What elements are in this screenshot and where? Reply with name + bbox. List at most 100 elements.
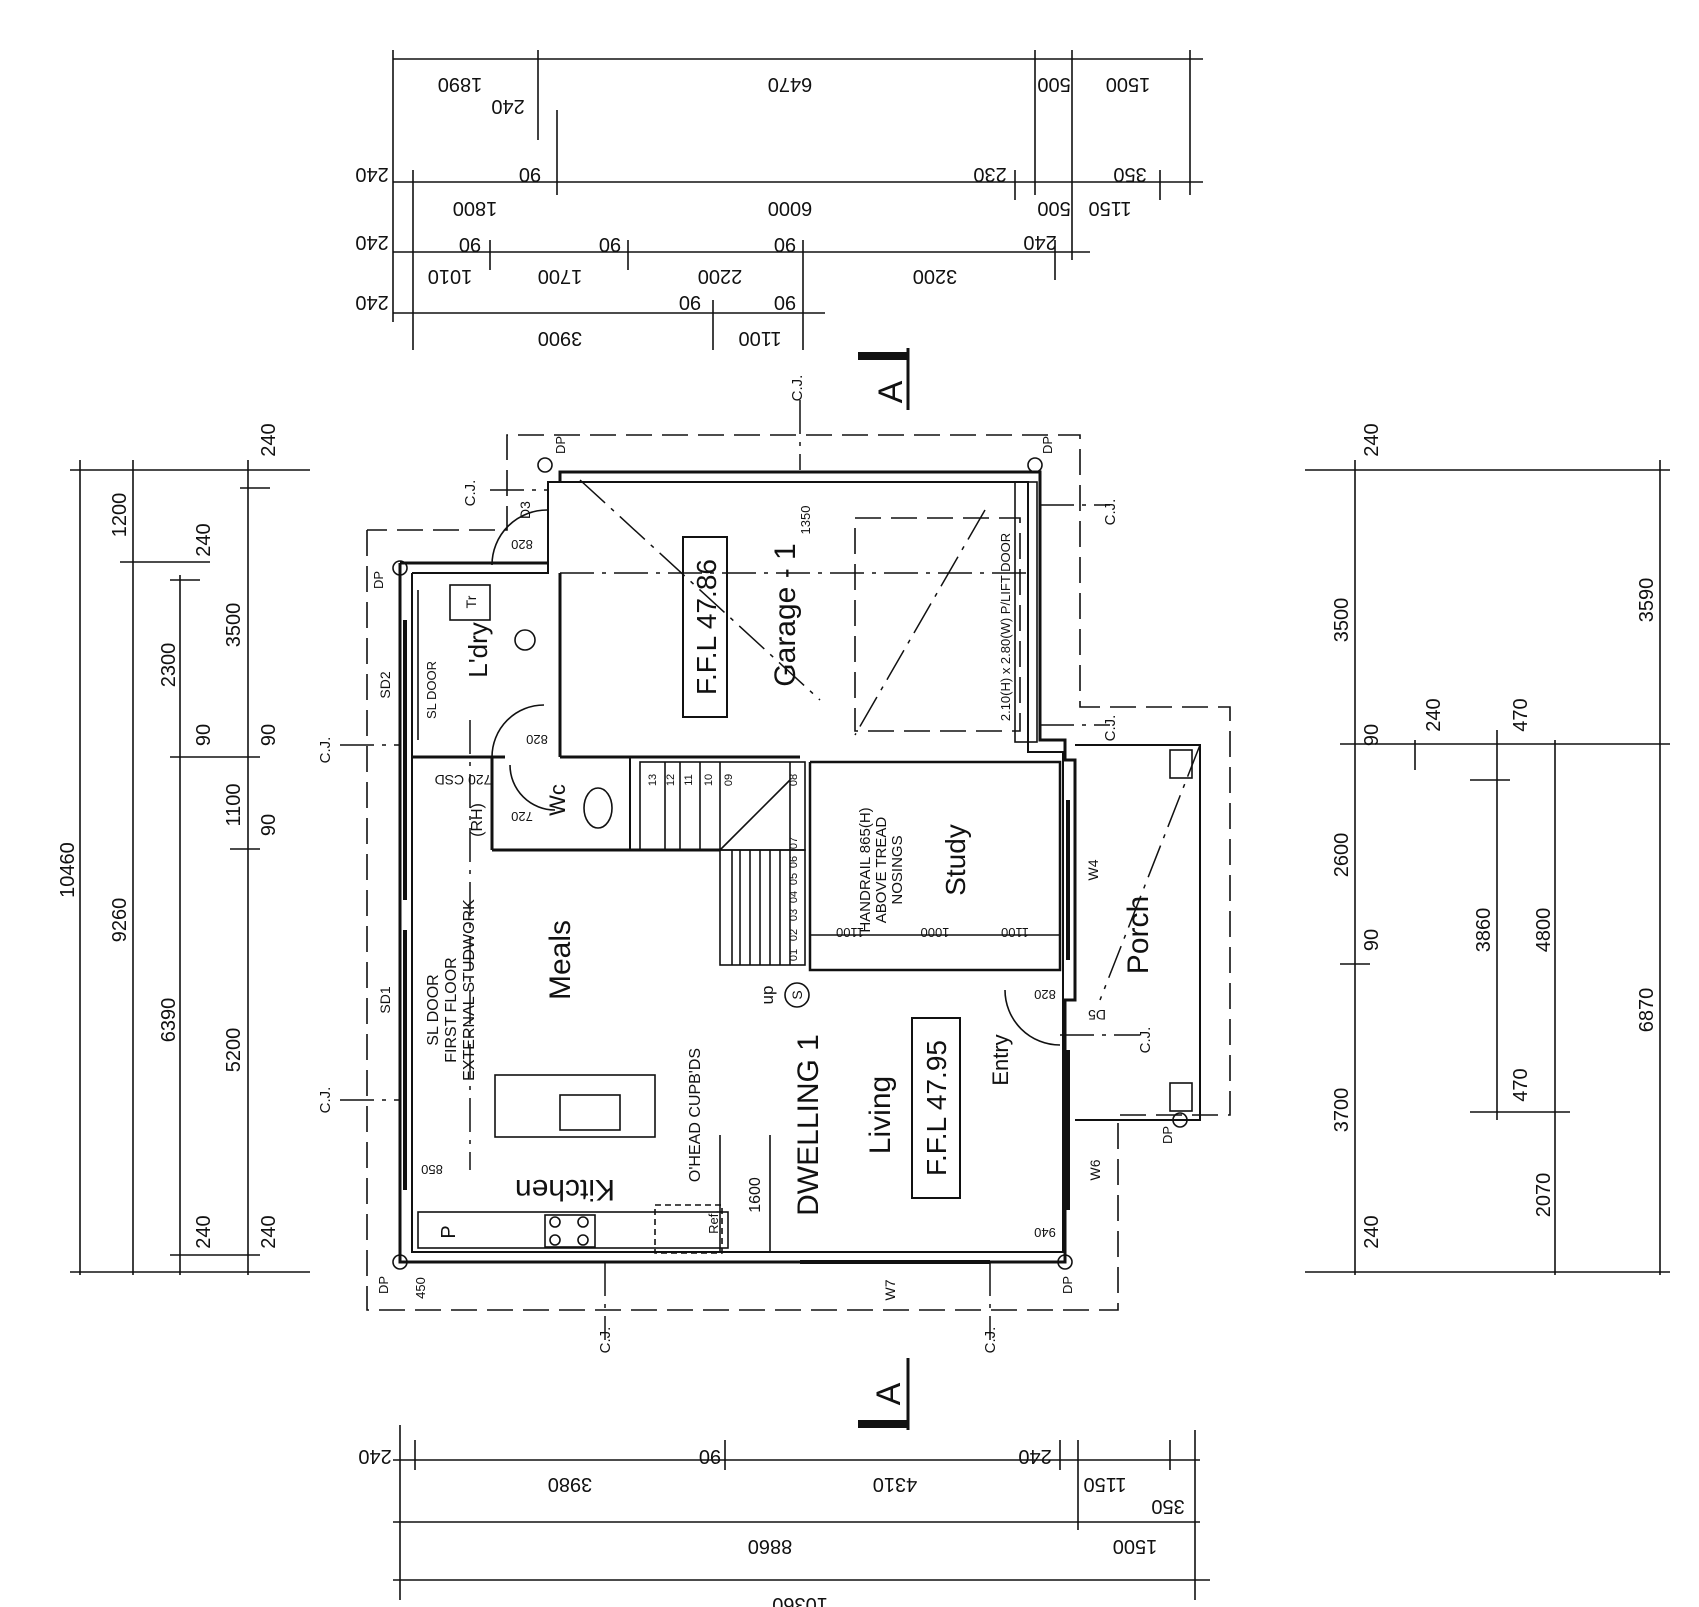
left-dim: 240 (193, 523, 215, 556)
cj-tag: C.J. (317, 1087, 334, 1114)
top-dim: 1150 (1088, 197, 1131, 219)
stair-tread-label: 12 (665, 774, 677, 786)
left-dim: 1200 (109, 493, 131, 538)
stair-tread-label: 03 (788, 909, 800, 921)
right-dim: 470 (1510, 698, 1532, 731)
right-dim: 3500 (1331, 598, 1353, 643)
plan-notes: HANDRAIL 865(H) ABOVE TREAD NOSINGS SL D… (424, 533, 1013, 1239)
stair-tread-label: 11 (683, 774, 695, 785)
section-label: A (870, 1382, 908, 1405)
first-floor-note-line: EXTERNAL STUDWORK (461, 899, 478, 1081)
cj-tag: C.J. (1137, 1027, 1154, 1054)
top-dim: 240 (355, 291, 388, 313)
stair-tread-label: 07 (788, 837, 800, 849)
smoke-detector-icon (784, 982, 810, 1008)
left-dim: 2300 (158, 643, 180, 688)
wc-room-label: Wc (545, 784, 570, 816)
bottom-dim: 4310 (873, 1473, 918, 1495)
bottom-dim: 3980 (548, 1473, 593, 1495)
section-label: A (872, 380, 910, 403)
w6-tag: W6 (1087, 1159, 1103, 1180)
garage-room-label: Garage - 1 (769, 543, 802, 686)
stair-tread-label: 13 (647, 774, 659, 786)
top-dim: 240 (355, 163, 388, 185)
top-dim: 1500 (1106, 73, 1151, 95)
porch-room-label: Porch (1122, 896, 1155, 974)
building-walls (398, 470, 1077, 1264)
left-dim: 3500 (223, 603, 245, 648)
small-dim: 720 (511, 809, 533, 824)
room-labels: F.F.L 47.86 Garage - 1 L'dry Wc Meals Ki… (463, 536, 1155, 1216)
small-dim: 820 (526, 732, 548, 747)
dp-tag: DP (1060, 1276, 1075, 1294)
lift-door-note: 2.10(H) x 2.80(W) P/LIFT DOOR (998, 533, 1013, 721)
top-dim: 230 (973, 163, 1006, 185)
bottom-dim: 240 (1018, 1445, 1051, 1467)
downpipe-icon (1027, 457, 1043, 473)
garage-ffl-label: F.F.L 47.86 (691, 559, 722, 695)
top-dim: 1010 (428, 265, 473, 287)
small-dim: 1600 (747, 1177, 764, 1213)
left-dim: 10460 (57, 842, 79, 898)
stair-treads: 01 02 03 04 05 06 07 08 09 10 11 12 13 (647, 762, 800, 965)
cj-tag: C.J. (317, 737, 334, 764)
top-dim: 500 (1037, 73, 1070, 95)
right-dim: 3590 (1636, 578, 1658, 623)
small-dim: 450 (413, 1277, 428, 1299)
bottom-dim: 1500 (1113, 1535, 1158, 1557)
downpipe-icon (537, 457, 553, 473)
structural-lines (340, 400, 1201, 1340)
first-floor-note-line: FIRST FLOOR (443, 957, 460, 1063)
trough-note: Tr (463, 595, 479, 608)
right-dim: 3860 (1473, 908, 1495, 953)
top-dim: 500 (1037, 197, 1070, 219)
small-dim: 1100 (1001, 925, 1029, 940)
bottom-dim: 90 (699, 1445, 721, 1467)
handrail-note-line: NOSINGS (889, 835, 906, 904)
left-dim: 9260 (109, 898, 131, 943)
stair-tread-label: 04 (788, 891, 800, 903)
stair-tread-label: 05 (788, 873, 800, 885)
dp-tag: DP (553, 436, 568, 454)
right-dimension-lines (1305, 460, 1670, 1275)
handrail-note-line: HANDRAIL 865(H) (857, 807, 874, 932)
stair-tread-label: 10 (703, 774, 715, 786)
top-dim: 1700 (538, 265, 583, 287)
left-dim: 240 (193, 1215, 215, 1248)
top-dim: 6470 (768, 73, 813, 95)
door-swings (491, 509, 1061, 1046)
right-dimensions: 240 3500 90 2600 90 3700 240 240 470 386… (1331, 423, 1658, 1248)
right-dim: 90 (1361, 929, 1383, 951)
small-dim: 940 (1034, 1225, 1056, 1240)
top-dim: 90 (774, 291, 796, 313)
right-dim: 470 (1510, 1068, 1532, 1101)
entry-label: Entry (988, 1034, 1013, 1085)
porch-outline (1075, 744, 1201, 1121)
study-room-label: Study (940, 824, 971, 896)
w4-tag: W4 (1085, 859, 1101, 880)
left-dimensions: 10460 9260 240 6390 240 240 1200 3500 90… (57, 423, 280, 1248)
sd1-tag: SD1 (377, 986, 393, 1013)
downpipe-icon (1057, 1254, 1073, 1270)
small-dim: 820 (1034, 987, 1056, 1002)
kitchen-room-label: Kitchen (515, 1173, 615, 1206)
kitchen-fixtures (417, 1074, 771, 1254)
top-dim: 90 (519, 163, 541, 185)
roof-outline (366, 434, 1231, 1311)
stair-tread-label: 09 (723, 774, 735, 786)
top-dim: 1800 (453, 197, 498, 219)
right-dim: 6870 (1636, 988, 1658, 1033)
cj-tag: C.J. (789, 375, 806, 402)
top-dimensions: 1890 240 6470 500 1500 240 90 230 350 18… (355, 73, 1150, 349)
right-dim: 4800 (1533, 908, 1555, 953)
left-dim: 6390 (158, 998, 180, 1043)
csd-note: 720 CSD (435, 772, 492, 788)
small-dim: 820 (511, 537, 533, 552)
dp-tag: DP (376, 1276, 391, 1294)
top-dim: 240 (491, 95, 524, 117)
bottom-dimension-lines (393, 1425, 1210, 1600)
downpipe-icon (1172, 1112, 1188, 1128)
top-dim: 240 (355, 231, 388, 253)
cj-tag: C.J. (1102, 715, 1119, 742)
